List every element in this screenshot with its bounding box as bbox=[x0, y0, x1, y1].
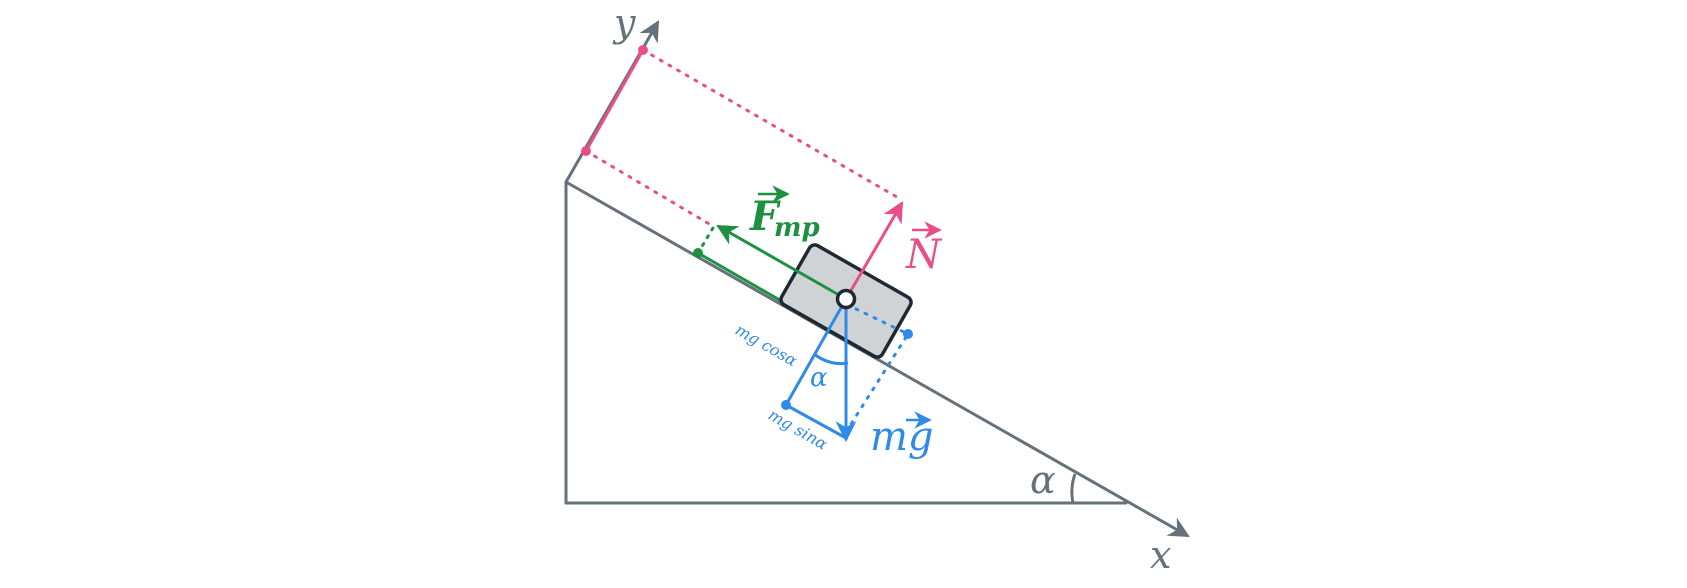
incline-angle-arc bbox=[1070, 473, 1077, 504]
y-axis-label: y bbox=[612, 1, 636, 45]
normal-projection-guide-top bbox=[641, 48, 904, 202]
gravity-parallel-guide bbox=[854, 307, 910, 336]
gravity-cos-component bbox=[784, 298, 848, 406]
normal-projection-segment bbox=[584, 49, 645, 152]
normal-projection-guide-bottom bbox=[584, 149, 713, 227]
gravity-force-label: mg bbox=[870, 411, 934, 460]
friction-force-label-sub: mp bbox=[774, 213, 820, 243]
incline-angle-label: α bbox=[1030, 458, 1056, 502]
friction-force-arrow bbox=[716, 224, 847, 301]
x-axis-label: x bbox=[1150, 533, 1171, 577]
gravity-component-dot-corner bbox=[781, 400, 791, 410]
normal-force-label: N bbox=[905, 221, 943, 278]
gravity-cos-label: mg cosα bbox=[732, 320, 801, 370]
gravity-angle-label: α bbox=[810, 363, 828, 393]
friction-force-label: F mp bbox=[749, 185, 820, 243]
normal-force-arrow bbox=[844, 201, 904, 300]
gravity-sin-guide bbox=[844, 332, 910, 434]
gravity-angle-arc bbox=[813, 352, 849, 366]
block-center-point bbox=[835, 288, 857, 310]
normal-force-label-text: N bbox=[905, 232, 943, 278]
x-axis bbox=[565, 180, 1190, 538]
